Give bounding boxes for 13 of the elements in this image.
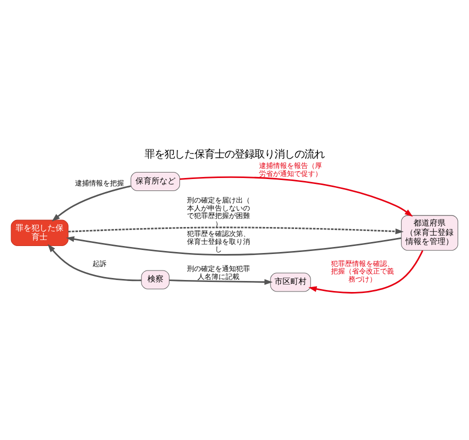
arrow xyxy=(180,176,413,217)
node-box: 保育所など xyxy=(130,172,180,192)
node-box: 検察 xyxy=(141,270,170,290)
node-box: 罪を犯した保育士 xyxy=(10,220,68,246)
diagram-title: 罪を犯した保育士の登録取り消しの流れ xyxy=(144,148,324,160)
arrow xyxy=(48,244,142,282)
arrow xyxy=(52,185,131,222)
arrow xyxy=(308,250,424,294)
node-box: 都道府県 （保育士登録情報を管理） xyxy=(401,215,458,251)
arrow xyxy=(169,279,273,285)
node-box: 市区町村 xyxy=(270,272,311,292)
arrow xyxy=(68,226,404,234)
arrow xyxy=(66,236,402,256)
